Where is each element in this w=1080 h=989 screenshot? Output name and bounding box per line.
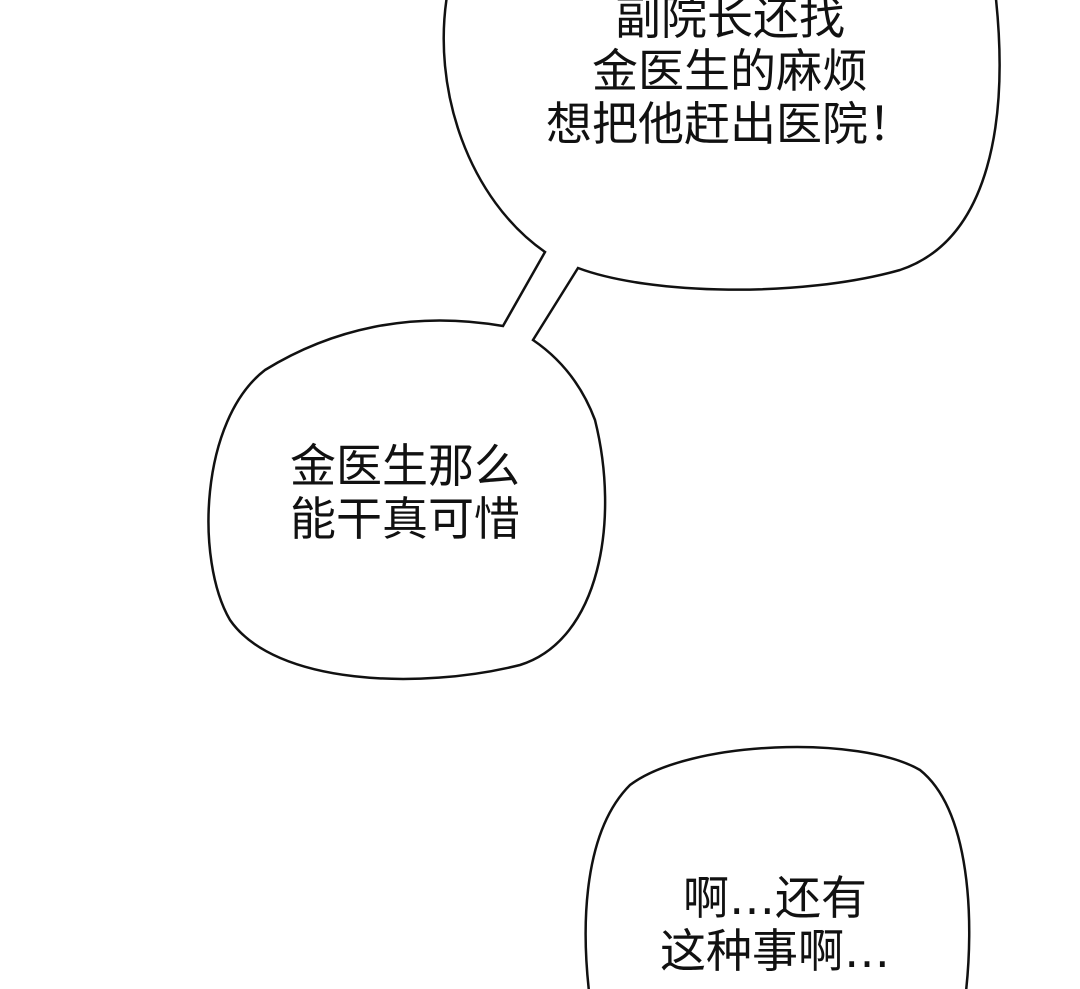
speech-bubble-text-2: 金医生那么 能干真可惜	[230, 440, 580, 546]
dialogue-line: 这种事啊…	[660, 924, 890, 978]
dialogue-line: 想把他赶出医院！	[546, 97, 914, 151]
speech-bubble-bottom	[584, 745, 971, 989]
dialogue-line: 金医生的麻烦	[592, 44, 868, 98]
speech-bubble-text-3: 啊…还有 这种事啊…	[600, 872, 950, 978]
speech-bubble-top	[207, 0, 1001, 681]
speech-bubble-text-1: 副院长还找 金医生的麻烦 想把他赶出医院！	[520, 0, 940, 151]
dialogue-line: 副院长还找	[615, 0, 845, 45]
dialogue-line: 能干真可惜	[290, 492, 520, 546]
dialogue-line: 金医生那么	[290, 439, 520, 493]
dialogue-line: 啊…还有	[683, 871, 867, 925]
